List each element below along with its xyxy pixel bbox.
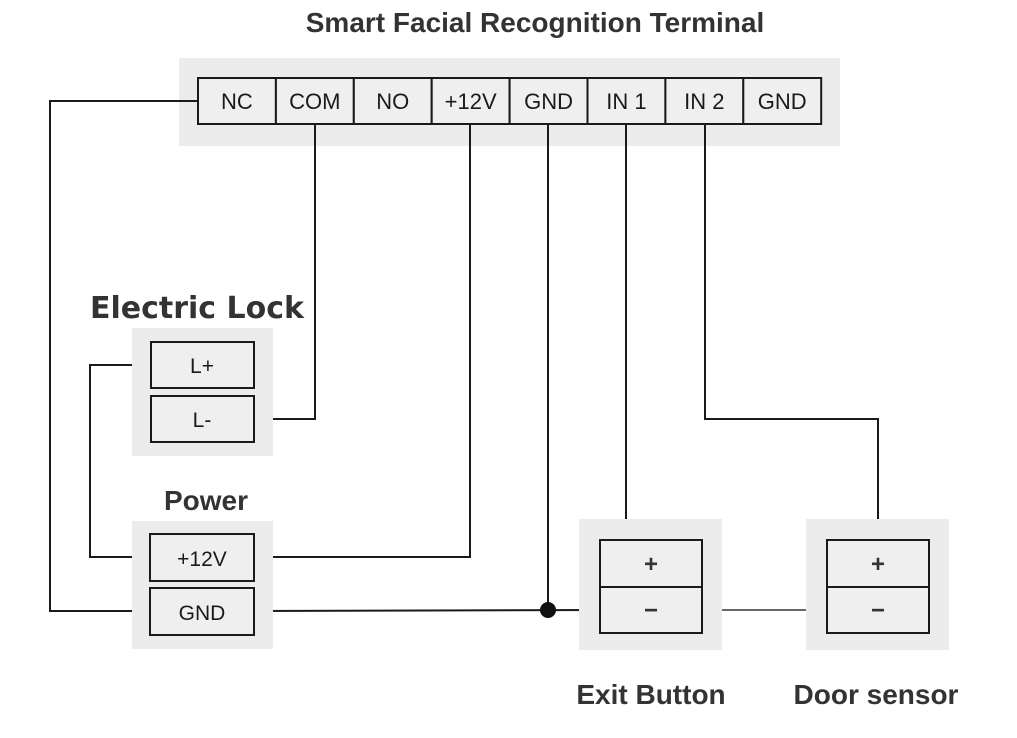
power-gnd-label: GND <box>179 602 226 625</box>
junction-dot <box>540 602 556 618</box>
wire-12v-to-power-12v <box>254 124 471 558</box>
terminal-pin-label: NO <box>376 89 409 114</box>
power-terminal-12v <box>149 533 255 582</box>
power-title: Power <box>164 485 248 516</box>
electric-lock-title: Electric Lock <box>90 291 305 326</box>
diagram-title: Smart Facial Recognition Terminal <box>306 7 764 38</box>
terminal-pin-label: IN 2 <box>684 89 724 114</box>
power-terminal-gnd <box>149 587 255 636</box>
terminal-pin <box>197 77 277 125</box>
terminal-pin-label: +12V <box>445 89 497 114</box>
electric-lock: Electric Lock L+ L- <box>90 291 305 456</box>
terminal-pin-label: GND <box>758 89 807 114</box>
door-sensor-title: Door sensor <box>794 679 959 710</box>
door-sensor: + − Door sensor <box>794 519 959 710</box>
lock-minus-label: L- <box>193 409 212 432</box>
door-terminal-minus <box>826 586 930 634</box>
power-supply: Power +12V GND <box>132 485 273 649</box>
lock-terminal-plus <box>150 341 255 389</box>
door-minus-label: − <box>871 597 885 624</box>
terminal-pin <box>274 77 355 125</box>
door-plus-label: + <box>871 551 885 578</box>
wire-com-to-lock-minus <box>254 124 316 420</box>
lock-plus-label: L+ <box>190 355 214 378</box>
wire-power-12v-to-lock-plus <box>89 364 150 558</box>
terminal-pin-label: COM <box>289 89 340 114</box>
terminal-block: NC COM NO +12V GND IN 1 IN 2 GND <box>179 58 840 146</box>
exit-button: + − Exit Button <box>576 519 726 710</box>
terminal-pin-label: GND <box>524 89 573 114</box>
terminal-pin <box>352 77 433 125</box>
exit-terminal-minus <box>599 586 703 634</box>
terminal-pin <box>742 77 823 125</box>
exit-minus-label: − <box>644 597 658 624</box>
exit-plus-label: + <box>644 551 658 578</box>
wire-nc-to-power-gnd <box>49 100 198 612</box>
lock-terminal-minus <box>150 395 255 443</box>
exit-terminal-plus <box>599 539 703 588</box>
exit-button-title: Exit Button <box>576 679 725 710</box>
wires <box>49 100 879 618</box>
power-12v-label: +12V <box>177 548 227 571</box>
terminal-pin-label: IN 1 <box>606 89 646 114</box>
terminal-pin-label: NC <box>221 89 253 114</box>
wire-in2-to-door-plus <box>704 124 879 540</box>
